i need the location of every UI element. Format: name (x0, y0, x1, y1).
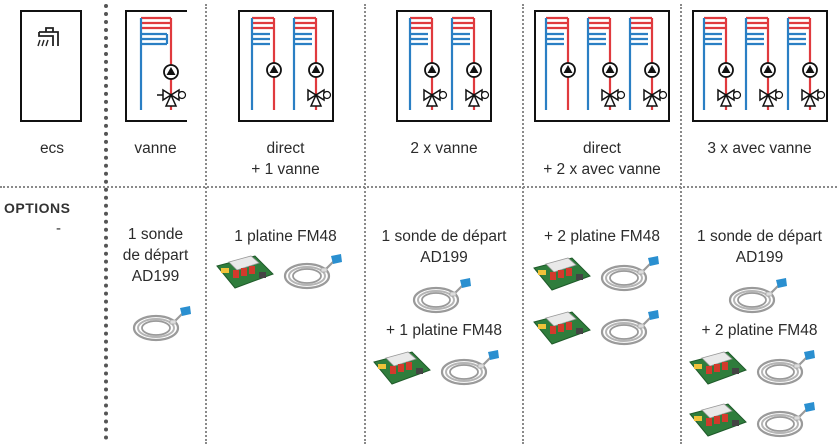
fm48-board-icon (532, 252, 592, 301)
circuit-diagram (691, 10, 828, 122)
circuit-1 (139, 16, 172, 110)
option-3x-vanne: 1 sonde de départ AD199 + 2 platine FM48 (682, 0, 837, 448)
option-ecs: - (56, 220, 61, 237)
column-separator (680, 4, 682, 444)
column-label-direct-line1: direct (266, 140, 305, 157)
sensor-cable-icon (598, 306, 660, 355)
column-label-2x-vanne: 2 x vanne (410, 140, 478, 157)
mixing-valve-icon (306, 88, 331, 107)
sensor-cable-icon (281, 250, 343, 299)
column-label-ecs: ecs (39, 140, 65, 157)
column-vanne: vanne (106, 0, 205, 186)
fm48-board-icon (532, 306, 592, 355)
column-separator (104, 4, 108, 440)
option-text: AD199 (420, 249, 468, 266)
circuit-diagram (534, 10, 670, 122)
option-2x-vanne: 1 sonde de départ AD199 + 1 platine FM48 (366, 0, 522, 448)
column-ecs: ecs (0, 0, 104, 186)
options-title: OPTIONS (4, 200, 71, 216)
fm48-board-icon (688, 346, 748, 395)
option-direct1: 1 platine FM48 (207, 0, 364, 448)
option-text: + 2 platine FM48 (544, 228, 660, 245)
option-text: AD199 (131, 268, 180, 285)
column-label-direct-line2: + 1 vanne (251, 161, 320, 178)
sensor-cable-icon (754, 398, 816, 447)
fm48-board-icon (215, 250, 275, 299)
column-direct-plus-vanne: direct + 1 vanne (207, 0, 364, 186)
column-label-3x-vanne: 3 x avec vanne (707, 140, 812, 157)
option-text: de départ (122, 247, 189, 264)
option-text: 1 sonde de départ (697, 228, 822, 245)
column-3x-vanne: 3 x avec vanne (682, 0, 837, 186)
ecs-box (20, 10, 82, 122)
column-separator (205, 4, 207, 444)
circuit-diagram (396, 10, 492, 122)
column-label-direct2-line2: + 2 x avec vanne (543, 161, 661, 178)
sensor-cable-icon (754, 346, 816, 395)
faucet-icon (37, 27, 59, 47)
option-vanne: 1 sonde de départ AD199 (106, 0, 205, 448)
option-direct2: + 2 platine FM48 (524, 0, 680, 448)
option-text: + 2 platine FM48 (701, 322, 818, 339)
column-direct-plus-2x: direct + 2 x avec vanne (524, 0, 680, 186)
column-label-vanne: vanne (134, 140, 177, 157)
sensor-cable-icon (598, 252, 660, 301)
option-text: 1 platine FM48 (234, 228, 337, 245)
column-separator (522, 4, 524, 444)
option-text: 1 sonde (127, 226, 184, 243)
sensor-cable-icon (410, 274, 472, 323)
fm48-board-icon (688, 398, 748, 447)
sensor-cable-icon (726, 274, 788, 323)
sensor-cable-icon (130, 302, 192, 351)
column-2x-vanne: 2 x vanne (366, 0, 522, 186)
column-separator (364, 4, 366, 444)
fm48-board-icon (372, 346, 432, 395)
circuit-diagram (237, 10, 334, 122)
row-separator (0, 186, 837, 188)
option-text: 1 sonde de départ (381, 228, 507, 245)
circuit-diagram (124, 10, 187, 122)
option-text: + 1 platine FM48 (386, 322, 502, 339)
mixing-valve-icon (156, 88, 186, 107)
column-label-direct2-line1: direct (583, 140, 621, 157)
option-text: AD199 (735, 249, 784, 266)
sensor-cable-icon (438, 346, 500, 395)
